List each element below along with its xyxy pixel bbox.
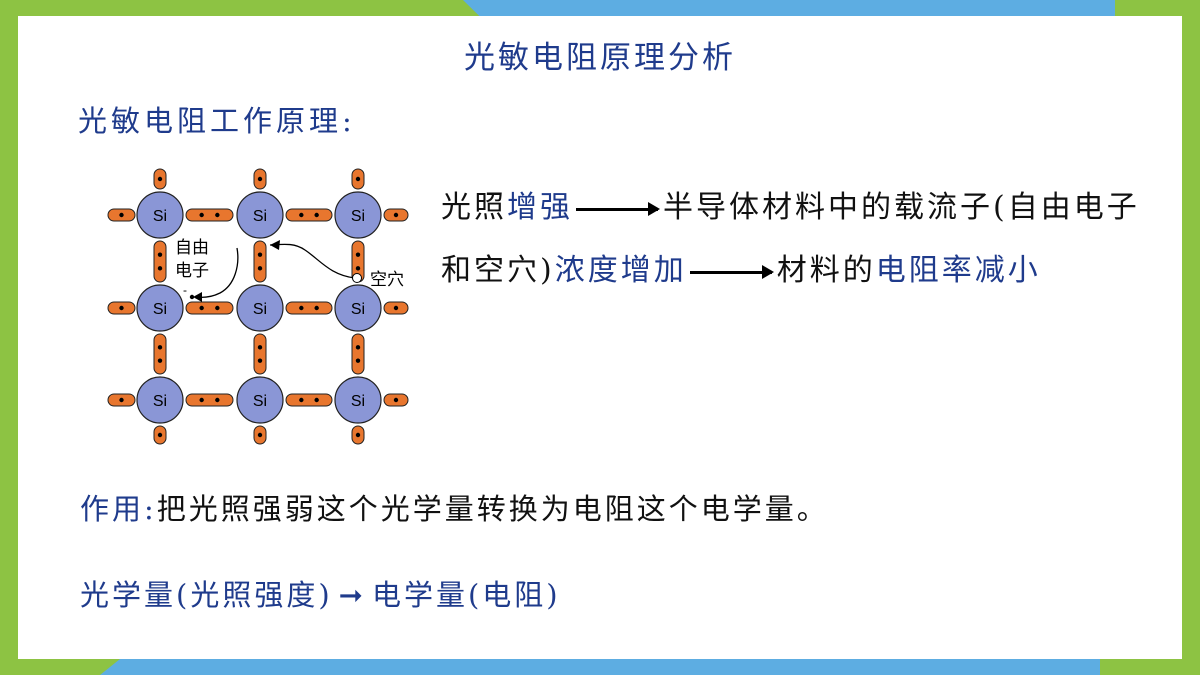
valence-electron [257,266,263,271]
silicon-atom-label: Si [253,301,267,318]
valence-electron [157,266,163,271]
valence-electron [314,305,319,311]
electron-path-arrow [194,247,239,299]
free-electron [189,294,195,300]
silicon-atom [236,376,284,424]
valence-electron [157,432,163,438]
valence-electron [257,252,263,257]
slide-title: 光敏电阻原理分析 [464,40,736,76]
bottom-accent-bar [100,659,1100,675]
effect-statement: 作用:把光照强弱这个光学量转换为电阻这个电学量。 [80,486,829,528]
valence-electron [199,397,204,403]
valence-electron [314,212,319,218]
silicon-atom [236,191,284,239]
valence-electron [355,266,361,271]
section-heading: 光敏电阻工作原理: [78,104,356,138]
increase-label: 增强 [507,190,573,225]
valence-electron [393,397,399,403]
free-electron-label-line1: 自由 [175,238,209,257]
valence-electron [355,252,361,257]
light-label: 光照 [441,190,507,225]
valence-electron [355,176,361,182]
silicon-atom-label: Si [153,301,167,318]
effect-label: 作用: [80,492,157,526]
valence-electron [355,345,361,350]
top-accent-bar [463,0,1115,16]
covalent-bond-h [185,393,234,407]
silicon-atom [334,284,382,332]
hole-arrow-head [270,240,280,250]
silicon-atom-label: Si [351,208,365,225]
valence-electron [157,345,163,350]
valence-electron [157,176,163,182]
valence-electron [299,212,304,218]
covalent-bond-v [253,240,267,283]
silicon-atom [136,191,184,239]
valence-electron [355,432,361,438]
silicon-atom-label: Si [253,393,267,410]
valence-electron [314,397,319,403]
formula-arrow: ➞ [338,578,366,612]
resistivity-label: 电阻率 [875,253,975,288]
valence-electron [257,345,263,350]
silicon-atom [136,284,184,332]
concentration-increase: 浓度增加 [554,253,687,288]
valence-electron [215,212,220,218]
slide-panel [18,16,1182,659]
valence-electron [355,358,361,363]
valence-electron [119,212,124,218]
covalent-bond-h [285,301,333,315]
carrier-text: 半导体材料中的载流子(自由电子和空穴) [441,190,1140,288]
material-text: 材料的 [776,253,876,288]
valence-electron [119,305,124,311]
effect-text: 把光照强弱这个光学量转换为电阻这个电学量。 [156,492,829,526]
silicon-atom [334,376,382,424]
covalent-bond-v [253,333,267,375]
valence-electron [215,397,220,403]
covalent-bond-h [185,208,234,222]
hole-label: 空穴 [370,270,404,289]
decrease-label: 减小 [974,253,1041,288]
silicon-atom-label: Si [153,208,167,225]
valence-electron [157,358,163,363]
covalent-bond-h [185,301,234,315]
silicon-atom-label: Si [253,208,267,225]
arrow-1 [576,201,660,216]
formula-left: 光学量(光照强度) [80,578,333,612]
valence-electron [119,397,124,403]
covalent-bond-v [153,240,167,283]
valence-electron [257,176,263,182]
silicon-atom-label: Si [351,301,365,318]
formula-right: 电学量(电阻) [371,578,561,612]
valence-electron [157,252,163,257]
valence-electron [299,305,304,311]
valence-electron [199,212,204,218]
covalent-bond-v [351,333,365,375]
covalent-bond-v [153,333,167,375]
valence-electron [215,305,220,311]
silicon-atom-label: Si [351,393,365,410]
valence-electron [257,358,263,363]
valence-electron [393,212,399,218]
free-electron-label-line2: 电子 [175,261,209,280]
silicon-atom [236,284,284,332]
valence-electron [199,305,204,311]
valence-electron [299,397,304,403]
valence-electron [257,432,263,438]
valence-electron [393,305,399,311]
covalent-bond-h [285,393,333,407]
silicon-atom-label: Si [153,393,167,410]
arrow-2 [689,264,774,279]
hole-marker [352,273,362,283]
hole-transition-arrow [269,243,356,279]
electron-arrow-head [193,292,202,302]
silicon-atom [136,376,184,424]
silicon-atom [334,191,382,239]
working-principle-text: 光照增强半导体材料中的载流子(自由电子和空穴)浓度增加 材料的电阻率减小 [441,176,1141,302]
covalent-bond-h [285,208,333,222]
free-electron-minus: - [183,283,187,297]
conversion-formula: 光学量(光照强度)➞电学量(电阻) [80,572,561,614]
